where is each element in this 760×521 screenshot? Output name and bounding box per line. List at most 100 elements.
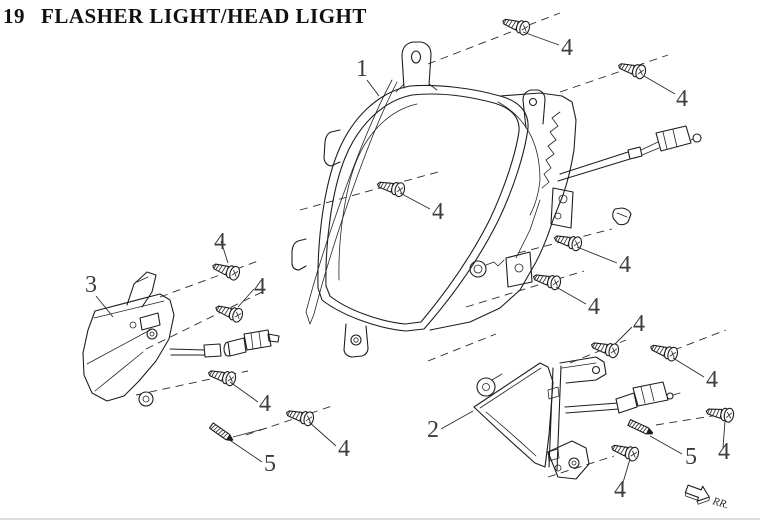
headlight-seal-strip — [305, 79, 398, 325]
wire-sleeve — [203, 343, 222, 358]
direction-arrow-icon — [684, 484, 710, 502]
flasher-left-body — [82, 293, 175, 402]
screw-icon — [375, 176, 407, 199]
headlight-connector — [655, 125, 692, 152]
side-tab-upper — [323, 129, 341, 167]
callout-4-screw: 4 — [214, 229, 226, 255]
screw-icon — [704, 403, 736, 424]
headlight-lens-inner-line — [338, 103, 418, 281]
flasher-left-fin — [126, 271, 157, 308]
section-number: 19 — [3, 4, 25, 28]
screw-icon — [616, 58, 648, 81]
lens-lines — [86, 328, 153, 392]
arm-hole — [591, 365, 601, 375]
leader-line — [672, 357, 705, 378]
dashed-line — [547, 455, 615, 478]
callout-5-pin: 5 — [685, 444, 697, 470]
leader-lines — [95, 31, 726, 487]
alignment-dashed-lines — [135, 12, 727, 478]
band-details — [547, 386, 560, 462]
clip-detail — [616, 212, 628, 218]
leader-line — [229, 381, 259, 403]
callout-4-screw: 4 — [718, 439, 730, 465]
mount-disc — [476, 377, 496, 397]
adjuster-boss — [469, 260, 487, 278]
housing-ribs — [541, 111, 561, 189]
callout-4-screw: 4 — [338, 436, 350, 462]
adjuster-boss-inner — [473, 264, 483, 274]
tab-hole — [350, 334, 362, 346]
callout-3-left-flasher: 3 — [85, 272, 97, 298]
leader-line — [555, 286, 587, 305]
callout-5-pin: 5 — [264, 451, 276, 477]
headlight-wire — [557, 151, 631, 182]
leader-line — [576, 246, 618, 264]
headlight-lens-bezel — [325, 93, 520, 325]
reflector-arc — [497, 101, 541, 216]
screw-boss — [129, 321, 137, 329]
wire-strands — [640, 141, 660, 156]
tab-hole-inner — [353, 337, 359, 343]
callout-4-screw: 4 — [259, 391, 271, 417]
pin-icon — [627, 419, 655, 437]
page-title: 19 FLASHER LIGHT/HEAD LIGHT — [3, 4, 367, 29]
callout-2-right-flasher: 2 — [427, 417, 439, 443]
leader-line — [440, 410, 474, 430]
left-flasher-light — [82, 271, 280, 407]
housing-band — [548, 365, 562, 471]
bracket-hole — [554, 464, 562, 472]
callout-4-screw: 4 — [706, 367, 718, 393]
mount-disc — [138, 391, 154, 407]
flasher-left-connector — [243, 329, 272, 351]
tab-hole — [528, 97, 538, 107]
flasher-right-lens — [473, 362, 554, 468]
callout-4-screw: 4 — [619, 252, 631, 278]
leader-line — [643, 75, 676, 95]
leader-line — [366, 79, 380, 97]
callout-4-screw: 4 — [614, 477, 626, 503]
tab-hole — [410, 50, 422, 64]
headlight-assembly — [291, 41, 702, 358]
leader-line — [95, 295, 114, 318]
bottom-bracket — [547, 440, 590, 480]
retainer-clip — [612, 207, 632, 226]
dashed-line — [569, 339, 627, 364]
screw-icon — [589, 337, 621, 360]
direction-arrow-depth — [684, 492, 710, 505]
pivot-hole — [149, 331, 155, 337]
dashed-line — [655, 414, 719, 426]
connector-ridges — [640, 384, 655, 404]
flasher-right-wire — [564, 402, 620, 414]
fin-inner-line — [136, 276, 149, 283]
housing-edge-line — [515, 199, 541, 259]
callout-4-screw: 4 — [633, 311, 645, 337]
mount-hole — [482, 383, 490, 391]
dashed-line — [299, 171, 439, 211]
pin-icon — [208, 422, 235, 444]
mount-hole — [142, 395, 150, 403]
screw-icon — [552, 230, 584, 253]
leader-line — [722, 420, 726, 449]
leader-line — [621, 458, 631, 487]
flasher-right-connector — [632, 381, 669, 407]
dashed-line — [159, 260, 259, 298]
screw-icon — [210, 258, 242, 282]
terminal-link — [672, 392, 681, 396]
callout-1-headlight: 1 — [356, 56, 368, 82]
direction-label: RR. — [710, 495, 730, 511]
body-top-line — [93, 300, 165, 319]
bracket-hole — [558, 194, 568, 204]
terminal-tab — [267, 333, 280, 343]
dashed-line — [427, 12, 561, 65]
wire-sleeve — [627, 146, 643, 160]
pivot-boss — [146, 328, 158, 340]
side-tab-lower — [291, 238, 307, 271]
headlight-lens-outline — [317, 84, 529, 332]
leader-line — [399, 192, 431, 210]
callout-4-screw: 4 — [561, 35, 573, 61]
connector-body — [227, 337, 247, 357]
bracket-hole — [514, 263, 524, 273]
terminal-link — [690, 138, 694, 141]
